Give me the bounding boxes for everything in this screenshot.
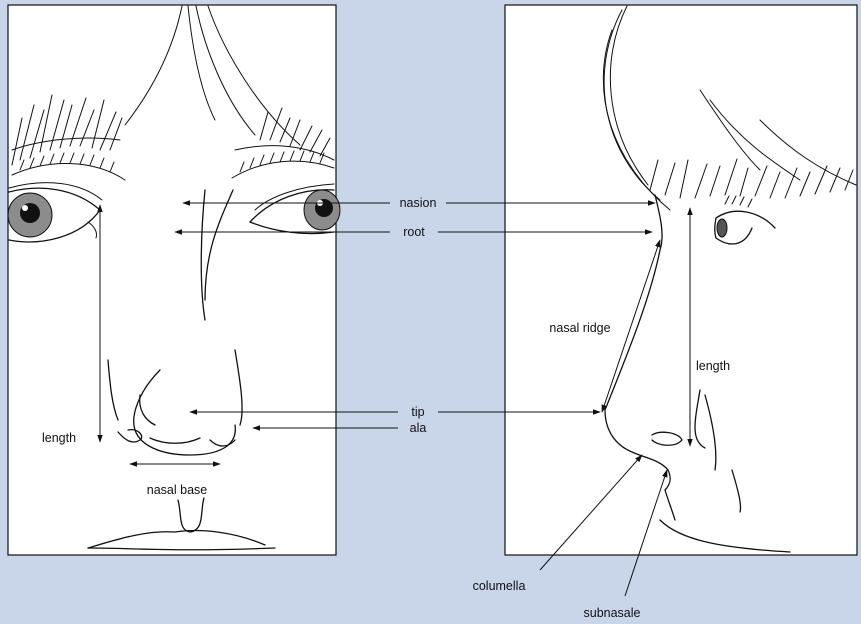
nasion-label: nasion <box>400 196 437 210</box>
nasal-base-label: nasal base <box>147 483 208 497</box>
profile-view-panel <box>505 5 857 555</box>
frontal-view-panel <box>8 5 340 555</box>
columella-label: columella <box>473 579 526 593</box>
profile-length-label: length <box>696 359 730 373</box>
nasal-ridge-label: nasal ridge <box>549 321 610 335</box>
frontal-length-label: length <box>42 431 76 445</box>
root-label: root <box>403 225 425 239</box>
subnasale-label: subnasale <box>584 606 641 620</box>
ala-label: ala <box>410 421 427 435</box>
tip-label: tip <box>411 405 424 419</box>
